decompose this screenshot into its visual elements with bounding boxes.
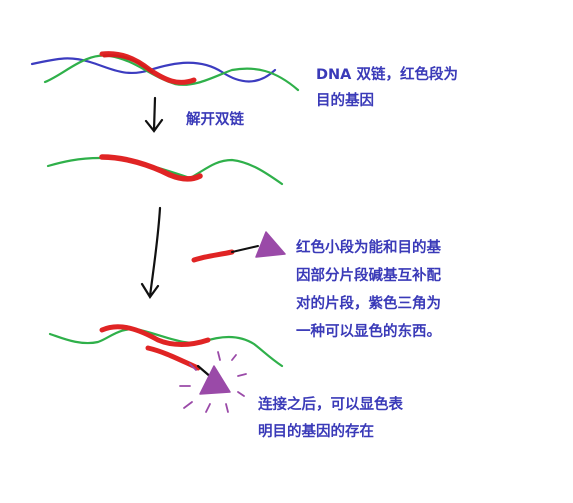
note-probe: 红色小段为能和目的基 因部分片段碱基互补配 对的片段，紫色三角为 一种可以显色的… xyxy=(296,234,441,346)
probe-purple-triangle xyxy=(255,231,286,258)
note-dna-double-strand: DNA 双链，红色段为 目的基因 xyxy=(316,62,458,114)
note-probe-line-4: 一种可以显色的东西。 xyxy=(296,324,441,340)
hybrid-strand-green xyxy=(48,328,284,368)
hybrid-probe-red xyxy=(145,345,201,371)
hybrid-target-red xyxy=(99,324,211,347)
note-probe-line-2: 因部分片段碱基互补配 xyxy=(296,268,441,284)
note-unwind: 解开双链 xyxy=(186,107,244,133)
target-gene-red-overlay xyxy=(102,54,154,74)
note-probe-line-3: 对的片段，紫色三角为 xyxy=(296,296,441,312)
note-probe-line-1: 红色小段为能和目的基 xyxy=(296,240,441,256)
note-dna-line-2: 目的基因 xyxy=(316,93,374,109)
glow-rays xyxy=(179,351,247,413)
probe-red-segment xyxy=(191,249,235,263)
arrow-hybridize xyxy=(140,206,162,299)
dna-green-strand xyxy=(43,54,300,92)
single-strand-target-red xyxy=(99,154,203,182)
note-result-line-1: 连接之后，可以显色表 xyxy=(258,397,403,413)
note-result: 连接之后，可以显色表 明目的基因的存在 xyxy=(258,392,403,446)
note-result-line-2: 明目的基因的存在 xyxy=(258,424,374,440)
probe-linker xyxy=(231,245,259,253)
arrow-unwind xyxy=(144,96,164,133)
note-unwind-text: 解开双链 xyxy=(186,112,244,128)
hybrid-purple-triangle xyxy=(199,365,231,395)
note-dna-line-1: DNA 双链，红色段为 xyxy=(316,67,458,83)
